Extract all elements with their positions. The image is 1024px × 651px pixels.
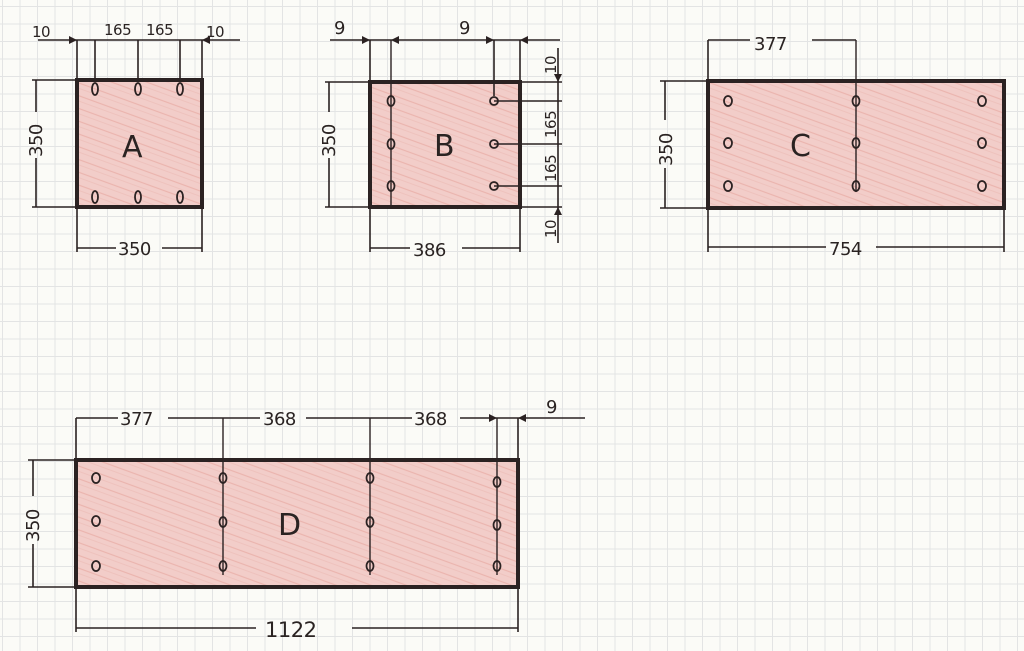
hole xyxy=(218,516,228,528)
hole xyxy=(851,95,861,107)
plate-c-top-dimension: 377 xyxy=(707,34,856,81)
hole xyxy=(365,516,375,528)
plate-b-top-dimensions: 9 9 xyxy=(330,18,560,96)
hole xyxy=(91,560,101,572)
hole xyxy=(977,137,987,149)
plate-a-letter: A xyxy=(122,130,143,165)
hole xyxy=(977,95,987,107)
plate-d-dim-end-offset: 9 xyxy=(546,397,557,418)
plate-b-letter: B xyxy=(434,129,455,164)
plate-a-top-dimensions: 10 165 165 10 xyxy=(32,21,240,82)
plate-d-top-dimensions: 377 368 368 9 xyxy=(75,397,585,460)
plate-d-dim-second: 368 xyxy=(263,409,296,430)
hole xyxy=(386,180,396,192)
plate-d-width-dimension: 1122 xyxy=(75,587,519,642)
hole xyxy=(492,476,502,488)
plate-a-dim-right-edge: 10 xyxy=(206,23,224,41)
hole xyxy=(218,472,228,484)
plate-d-letter: D xyxy=(278,508,301,543)
plate-b-width-label: 386 xyxy=(413,240,446,261)
hole xyxy=(723,137,733,149)
plate-a-holes xyxy=(91,82,184,204)
plate-c-width-dimension: 754 xyxy=(707,208,1005,260)
plate-a-height-dimension: 350 xyxy=(26,79,77,208)
plate-d-outline xyxy=(74,458,520,589)
hole xyxy=(365,472,375,484)
plate-d-height-label: 350 xyxy=(23,509,44,542)
hole xyxy=(91,472,101,484)
plate-b-dim-bottom-edge: 10 xyxy=(542,220,560,238)
hole xyxy=(492,560,502,572)
plate-a-dim-spacing-2: 165 xyxy=(146,21,173,39)
plate-b: B 9 9 xyxy=(319,18,562,261)
hole xyxy=(134,190,142,204)
plate-b-dim-spacing-1: 165 xyxy=(542,111,560,138)
hole xyxy=(851,137,861,149)
hole xyxy=(91,82,99,96)
hole xyxy=(91,190,99,204)
plate-d-width-label: 1122 xyxy=(265,618,316,642)
plate-a-height-label: 350 xyxy=(26,124,47,157)
plate-c-letter: C xyxy=(790,129,811,164)
hole xyxy=(134,82,142,96)
plate-b-right-dimensions: 10 165 165 10 xyxy=(494,48,562,243)
hole xyxy=(723,95,733,107)
hole xyxy=(91,515,101,527)
plate-d-dim-third: 368 xyxy=(414,409,447,430)
plate-b-dim-left-offset: 9 xyxy=(334,18,345,39)
plate-b-dim-top-edge: 10 xyxy=(542,56,560,74)
plate-b-height-label: 350 xyxy=(319,124,340,157)
hole xyxy=(386,138,396,150)
plate-c-dim-centre: 377 xyxy=(754,34,787,55)
hole xyxy=(492,519,502,531)
plate-a-width-label: 350 xyxy=(118,239,151,260)
plate-b-dim-spacing-2: 165 xyxy=(542,155,560,182)
plate-d-body xyxy=(76,460,518,587)
plate-a-dim-left-edge: 10 xyxy=(32,23,50,41)
hole xyxy=(218,560,228,572)
hole xyxy=(176,82,184,96)
plate-a-body xyxy=(77,80,202,207)
hole xyxy=(386,95,396,107)
plate-c-width-label: 754 xyxy=(829,239,862,260)
hole xyxy=(176,190,184,204)
hole xyxy=(723,180,733,192)
plate-a: A 10 165 165 10 xyxy=(26,21,240,260)
hole xyxy=(365,560,375,572)
plate-c: C 377 350 xyxy=(656,34,1006,260)
plate-c-height-dimension: 350 xyxy=(656,80,708,209)
plate-d: D 377 368 xyxy=(23,397,585,642)
plate-a-outline xyxy=(75,78,204,209)
plate-a-width-dimension: 350 xyxy=(76,207,203,260)
plate-d-holes xyxy=(91,472,502,572)
plate-b-height-dimension: 350 xyxy=(319,81,370,208)
plate-d-dim-first: 377 xyxy=(120,409,153,430)
plate-c-height-label: 350 xyxy=(656,133,677,166)
plate-d-height-dimension: 350 xyxy=(23,459,76,588)
plate-b-dim-right-offset: 9 xyxy=(459,18,470,39)
hole xyxy=(977,180,987,192)
hole xyxy=(851,180,861,192)
plate-b-width-dimension: 386 xyxy=(369,207,521,261)
plate-c-holes xyxy=(723,95,987,192)
plate-a-dim-spacing-1: 165 xyxy=(104,21,131,39)
